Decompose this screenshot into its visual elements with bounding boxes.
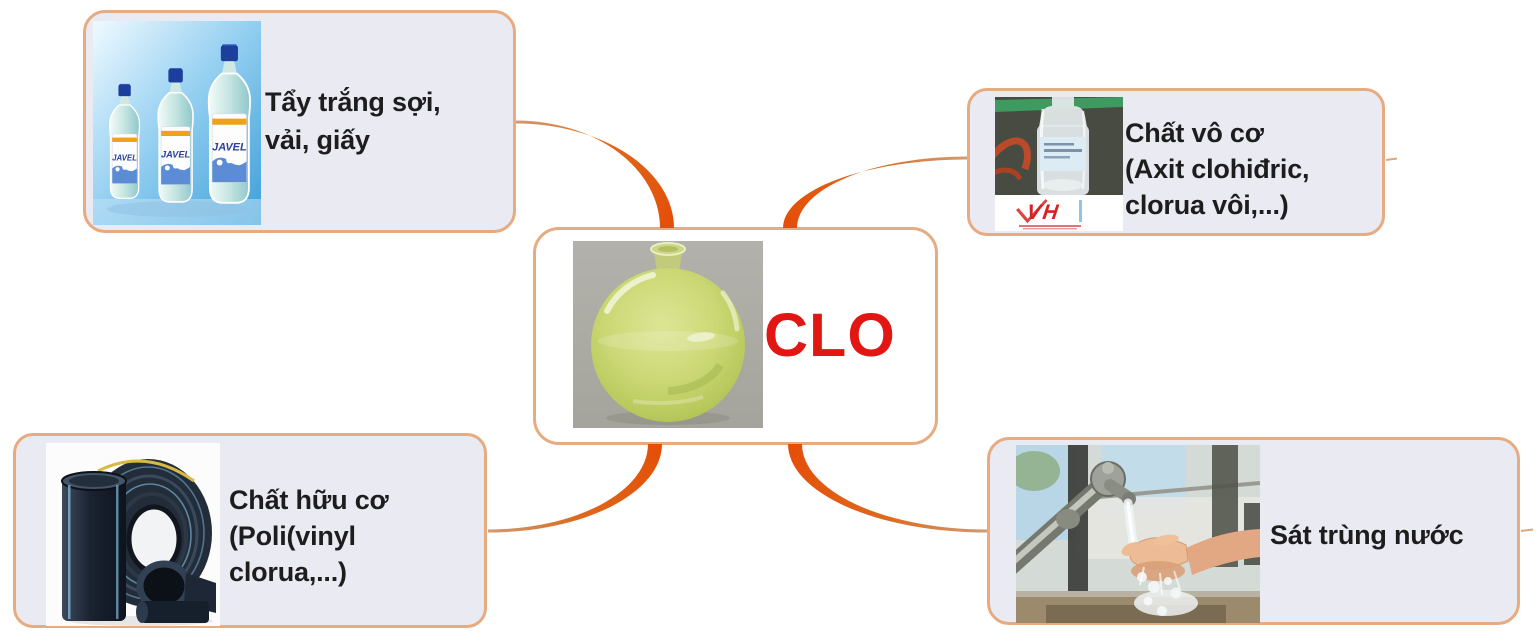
label-line: (Poli(vinyl: [229, 521, 356, 551]
label-line: Chất vô cơ: [1125, 118, 1264, 148]
label-line: Tẩy trắng sợi,: [265, 87, 441, 117]
branch-curve-top-left: [516, 120, 674, 228]
label-line: (Axit clohiđric,: [1125, 154, 1310, 184]
label-line: clorua vôi,...): [1125, 190, 1289, 220]
branch-curve-bottom-right: [788, 444, 987, 533]
javel-bleach-bottles-image: JAVEL: [93, 21, 261, 225]
chlorine-gas-flask-image: [573, 241, 763, 428]
label-line: Chất hữu cơ: [229, 485, 389, 515]
node-center-clo: CLO: [533, 227, 938, 445]
branch-curve-top-right: [783, 156, 967, 228]
branch-stub-right-bottom: [1520, 528, 1534, 532]
label-line: clorua,...): [229, 557, 347, 587]
node-bleaching: JAVEL Tẩy trắng sợi, vải, giấy: [83, 10, 516, 233]
node-bleaching-label: Tẩy trắng sợi, vải, giấy: [265, 83, 441, 159]
branch-curve-bottom-left: [488, 444, 662, 533]
node-water-disinfection: Sát trùng nước: [987, 437, 1520, 625]
node-organic-label: Chất hữu cơ (Poli(vinyl clorua,...): [229, 482, 389, 590]
branch-stub-right-top: [1385, 157, 1398, 161]
label-line: Sát trùng nước: [1270, 520, 1464, 550]
center-clo-label: CLO: [764, 301, 896, 369]
node-disinfection-label: Sát trùng nước: [1270, 516, 1464, 554]
node-organic-compounds: Chất hữu cơ (Poli(vinyl clorua,...): [13, 433, 487, 628]
washing-hands-tap-water-image: [1016, 445, 1260, 623]
hydrochloric-acid-bottle-image: VH: [995, 97, 1123, 231]
node-inorganic-compounds: VH Chất vô cơ (Axit clohiđric, clorua vô…: [967, 88, 1385, 236]
pvc-plastic-pipes-image: [46, 443, 220, 626]
vh-logo-text: VH: [1025, 201, 1061, 224]
node-inorganic-label: Chất vô cơ (Axit clohiđric, clorua vôi,.…: [1125, 115, 1310, 223]
label-line: vải, giấy: [265, 125, 370, 155]
